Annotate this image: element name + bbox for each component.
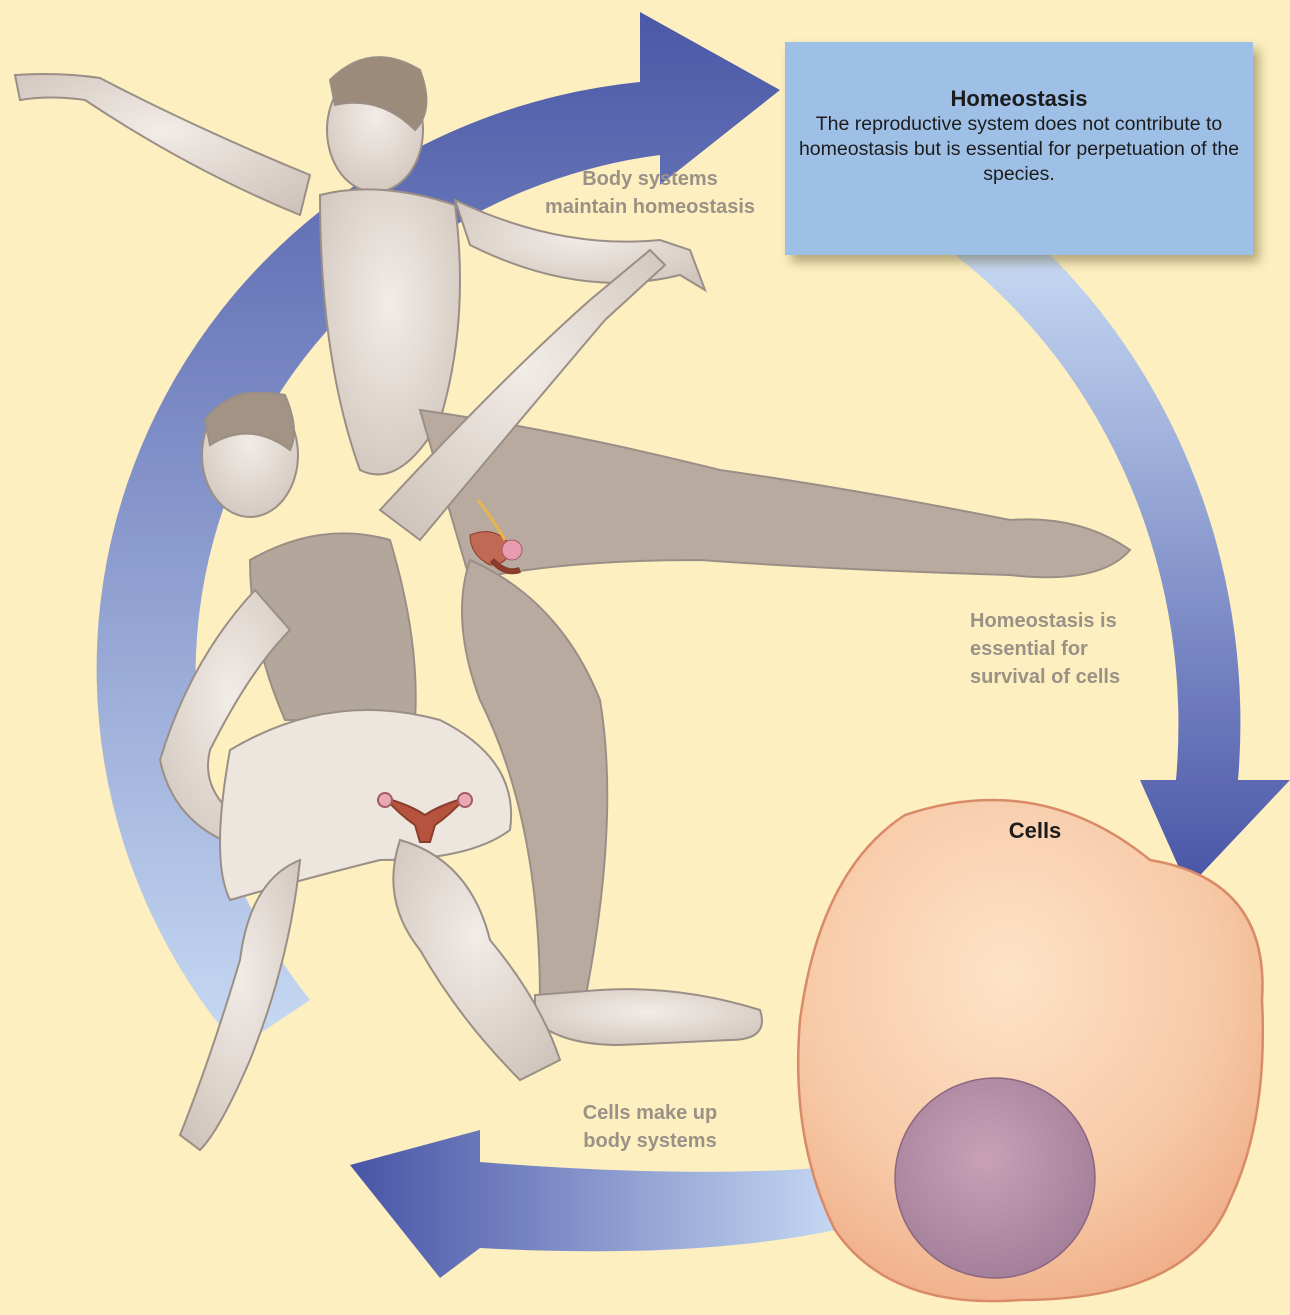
cell-nucleus <box>895 1078 1095 1278</box>
label-cells-make-up-body-systems: Cells make up body systems <box>555 1099 745 1155</box>
homeostasis-description: The reproductive system does not contrib… <box>785 112 1253 187</box>
homeostasis-title: Homeostasis <box>785 86 1253 112</box>
label-body-systems-maintain-homeostasis: Body systems maintain homeostasis <box>525 165 775 221</box>
homeostasis-box: Homeostasis The reproductive system does… <box>785 42 1253 255</box>
label-homeostasis-essential-for-cells: Homeostasis is essential for survival of… <box>970 607 1200 691</box>
cells-label: Cells <box>960 818 1110 844</box>
